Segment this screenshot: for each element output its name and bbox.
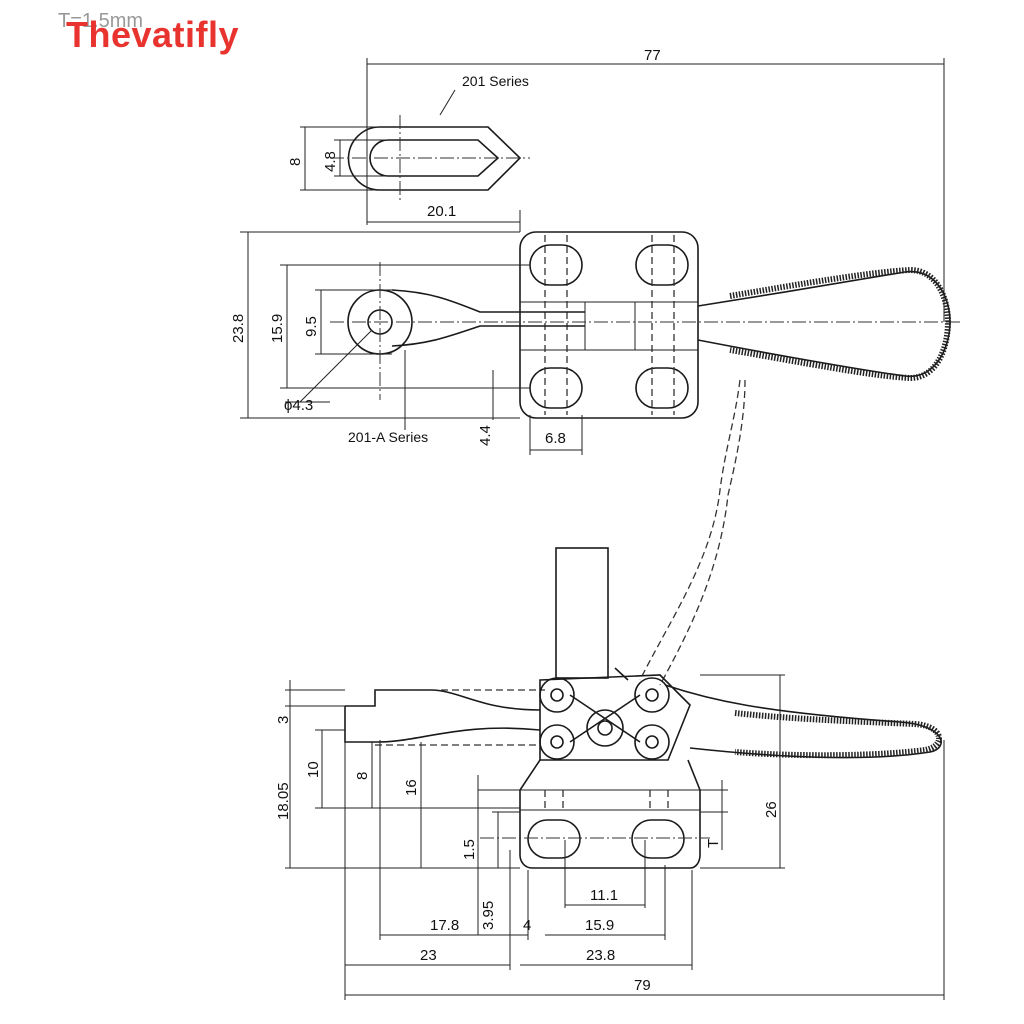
dimensions-top <box>240 58 945 455</box>
handle-top <box>697 266 952 382</box>
brand-watermark: Thevatifly <box>66 14 240 55</box>
dim-base-offset: 3.95 <box>480 901 497 930</box>
slotted-arm-201 <box>330 115 530 200</box>
dim-reach: 23 <box>420 947 437 964</box>
dim-side-height: 26 <box>763 801 780 818</box>
dim-total-height: 18.05 <box>275 782 292 820</box>
handle-swing-path <box>639 379 741 681</box>
thickness-note: T=1.5mm <box>58 10 144 32</box>
dim-base-height: 23.8 <box>230 314 247 343</box>
dim-slot-length: 11.1 <box>590 887 618 904</box>
clamp-arm-side <box>344 689 545 746</box>
dim-arm-reach: 17.8 <box>430 917 459 934</box>
dim-slot-width: 4.8 <box>322 151 339 172</box>
linkage <box>539 667 691 761</box>
base-plate-top <box>519 231 699 419</box>
dim-arm-height: 10 <box>305 761 322 778</box>
vertical-bar <box>555 547 609 679</box>
dim-slot-height: 8 <box>287 158 304 166</box>
dim-hole-pitch: 6.8 <box>545 430 566 447</box>
dim-pivot-height: 16 <box>403 779 420 796</box>
dimensions-side <box>285 674 945 1000</box>
dim-overall-length-side: 79 <box>634 977 651 994</box>
dim-base-gap: 1.5 <box>461 839 478 860</box>
dim-flange: 4 <box>523 917 531 934</box>
label-201a-series: 201-A Series <box>348 429 428 445</box>
dim-thickness: T <box>705 839 722 848</box>
side-view <box>285 379 945 1000</box>
dim-eye-width: 9.5 <box>303 316 320 337</box>
dim-overall-length-top: 77 <box>644 47 661 64</box>
dim-base-width: 23.8 <box>586 947 615 964</box>
dim-top-offset: 3 <box>275 716 292 724</box>
label-201-series: 201 Series <box>462 73 529 89</box>
dim-eye-hole: ϕ4.3 <box>284 397 313 414</box>
dim-arm-length: 20.1 <box>427 203 456 220</box>
handle-side <box>664 684 942 759</box>
dim-hole-spacing-top: 15.9 <box>269 314 286 343</box>
dim-bar-height: 8 <box>354 772 371 780</box>
base-plate-side <box>480 759 710 869</box>
dim-edge-offset: 4.4 <box>477 425 494 446</box>
top-view <box>240 58 960 455</box>
dim-hole-spacing-side: 15.9 <box>585 917 614 934</box>
